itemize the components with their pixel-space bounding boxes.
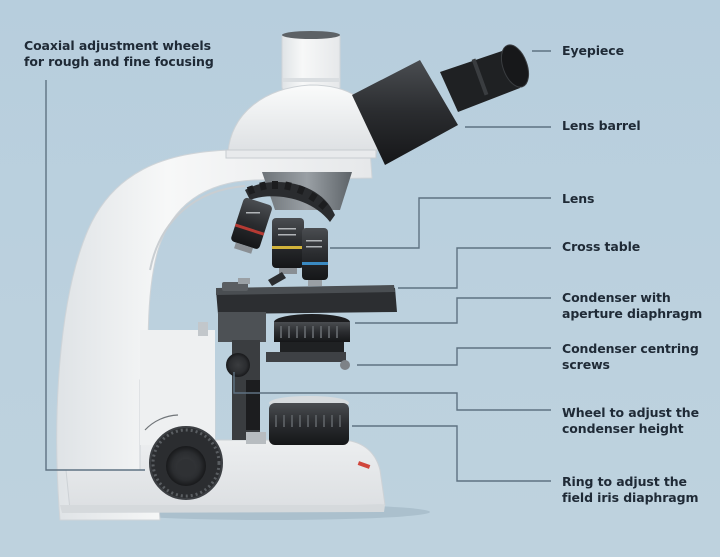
condenser-height-knob [226, 353, 250, 377]
leader-centring [357, 347, 551, 366]
label-line: Coaxial adjustment wheels [24, 38, 211, 53]
label-line: Lens [562, 191, 595, 206]
label-line: Condenser centring [562, 341, 699, 356]
label-lens-barrel: Lens barrel [562, 118, 641, 134]
label-line: Wheel to adjust the [562, 405, 699, 420]
coaxial-focus-wheel [144, 414, 223, 500]
label-line: for rough and fine focusing [24, 54, 214, 69]
leader-cross-table [398, 247, 551, 289]
field-iris-ring [269, 396, 349, 445]
microscope-head [225, 31, 381, 159]
label-eyepiece: Eyepiece [562, 43, 624, 59]
leader-lens [330, 197, 551, 249]
label-line: Eyepiece [562, 43, 624, 58]
label-condenser-centring-screws: Condenser centring screws [562, 341, 699, 373]
condenser [266, 314, 350, 370]
label-lens: Lens [562, 191, 594, 207]
label-cross-table: Cross table [562, 239, 640, 255]
label-line: Lens barrel [562, 118, 641, 133]
label-wheel-condenser-height: Wheel to adjust the condenser height [562, 405, 699, 437]
leader-ring-iris [352, 425, 551, 482]
label-ring-field-iris-diaphragm: Ring to adjust the field iris diaphragm [562, 474, 699, 506]
stage-column [198, 312, 266, 444]
cross-table [216, 272, 397, 314]
leader-coaxial [45, 80, 145, 471]
label-line: Ring to adjust the [562, 474, 687, 489]
label-line: screws [562, 357, 610, 372]
leader-condenser [355, 297, 551, 324]
label-line: Condenser with [562, 290, 671, 305]
microscope-base [60, 330, 386, 513]
label-line: aperture diaphragm [562, 306, 703, 321]
eyepiece-assembly [352, 44, 530, 165]
label-coaxial-adjustment-wheels: Coaxial adjustment wheels for rough and … [24, 38, 214, 70]
label-condenser-aperture-diaphragm: Condenser with aperture diaphragm [562, 290, 702, 322]
objective-lenses [231, 197, 328, 286]
label-line: Cross table [562, 239, 641, 254]
leader-wheel-height [233, 372, 551, 411]
label-line: condenser height [562, 421, 684, 436]
label-line: field iris diaphragm [562, 490, 699, 505]
leader-lines [45, 50, 551, 482]
nosepiece [245, 172, 352, 222]
